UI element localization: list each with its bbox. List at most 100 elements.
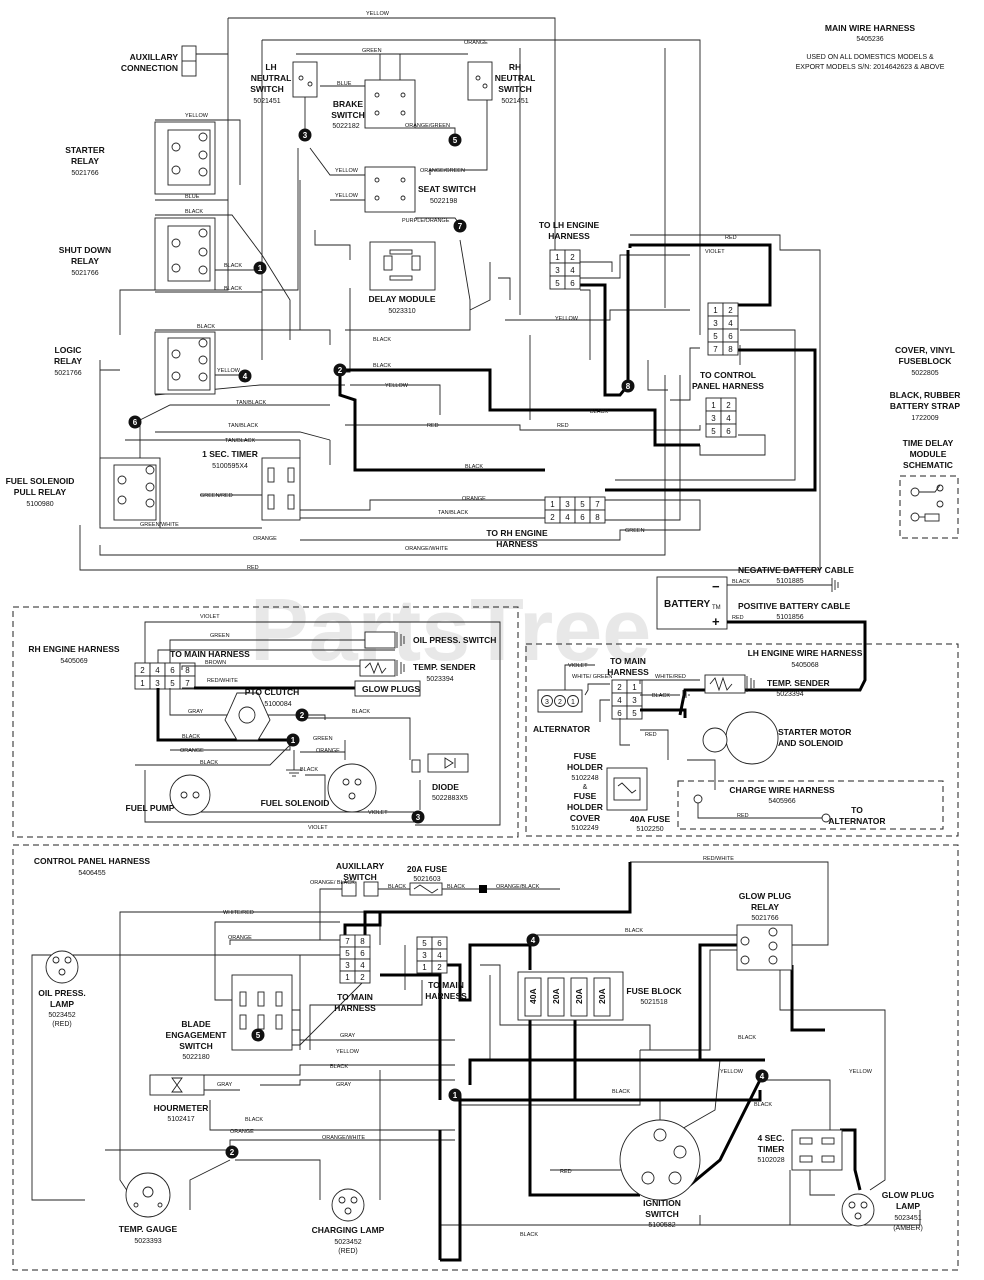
wire-label: GREEN/RED — [200, 493, 233, 499]
to-main-cp2-l2: HARNESS — [425, 991, 467, 1001]
connector-pin: 6 — [354, 946, 371, 960]
connector-pin-number: 4 — [155, 666, 160, 675]
connector-pin: 1 — [134, 675, 151, 690]
wire-label: BROWN — [205, 660, 226, 666]
fuse-40a-part: 5102250 — [636, 826, 663, 833]
wire-label: RED — [560, 1169, 572, 1175]
to-main-lh-l2: HARNESS — [607, 667, 649, 677]
fuel-sol-relay-l2: PULL RELAY — [14, 487, 67, 497]
temp-sender-lh-label: TEMP. SENDER — [767, 678, 830, 688]
to-control-panel-l1: TO CONTROL — [700, 370, 756, 380]
starter-motor-l2: AND SOLENOID — [778, 738, 843, 748]
glow-plug-relay-part: 5021766 — [751, 915, 778, 922]
fuse-holder-amp: & — [583, 784, 588, 791]
logic-relay-l1: LOGIC — [55, 345, 82, 355]
fuse-holder-l2: HOLDER — [567, 762, 603, 772]
junction-node-number: 2 — [300, 711, 305, 720]
connector-pin-number: 4 — [360, 961, 365, 970]
cover-part: 5022805 — [911, 370, 938, 377]
lh-neutral-l1: LH — [265, 62, 276, 72]
wire-label: RED — [557, 423, 569, 429]
junction-node: 6 — [128, 415, 142, 429]
junction-node: 1 — [253, 261, 267, 275]
wire-label: BLACK — [185, 209, 203, 215]
fuse-holder-l1: FUSE — [574, 751, 597, 761]
rh-neutral-part: 5021451 — [501, 98, 528, 105]
control-panel-part: 5406455 — [78, 870, 105, 877]
neg-cable-l1: NEGATIVE BATTERY CABLE — [738, 565, 854, 575]
wire-label: GRAY — [188, 709, 204, 715]
lh-neutral-part: 5021451 — [253, 98, 280, 105]
blade-switch-l3: SWITCH — [179, 1041, 213, 1051]
wire-label: BLUE — [337, 81, 352, 87]
connector-pin: 4 — [564, 262, 581, 277]
connector-pin-number: 1 — [140, 679, 145, 688]
aux-conn-label-1: AUXILLARY — [130, 52, 179, 62]
connector-pin-number: 2 — [550, 513, 555, 522]
connector-pin-number: 5 — [711, 427, 716, 436]
connector-pin-number: 6 — [726, 427, 731, 436]
oil-press-switch-label: OIL PRESS. SWITCH — [413, 635, 496, 645]
junction-node: 4 — [238, 369, 252, 383]
connector-pin: 6 — [720, 423, 737, 438]
neg-cable-wire: BLACK — [732, 579, 750, 585]
connector-pin: 3 — [416, 948, 433, 962]
fuse-block-f4: 20A — [597, 988, 607, 1004]
wire-label: TAN/BLACK — [438, 510, 468, 516]
wire-label: BLACK — [245, 1117, 263, 1123]
fuse-40a-l1: 40A FUSE — [630, 814, 671, 824]
control-panel-harness-frame — [12, 844, 959, 1271]
delay-module-l1: DELAY MODULE — [368, 294, 435, 304]
time-delay-l2: MODULE — [910, 449, 947, 459]
wire-label: ORANGE/ BLACK — [310, 880, 355, 886]
connector-pin-number: 1 — [713, 306, 718, 315]
connector-pin: 3 — [339, 958, 356, 972]
wire-label: ORANGE — [316, 748, 340, 754]
wire-label: RED — [737, 813, 749, 819]
connector-pin-number: 2 — [570, 253, 575, 262]
glow-plug-relay-l1: GLOW PLUG — [739, 891, 792, 901]
delay-module-part: 5023310 — [388, 308, 415, 315]
cover-l1: COVER, VINYL — [895, 345, 955, 355]
rh-neutral-switch: RH NEUTRAL SWITCH 5021451 — [467, 61, 535, 105]
timer-1sec-part: 5100595X4 — [212, 463, 248, 470]
connector-pin-number: 5 — [170, 679, 175, 688]
connector-pin: 5 — [626, 705, 643, 720]
connector-pin: 4 — [354, 958, 371, 972]
connector-pin-number: 8 — [728, 345, 733, 354]
connector-pin-number: 1 — [632, 683, 637, 692]
temp-sender-rh-label: TEMP. SENDER — [413, 662, 476, 672]
connector-pin-number: 6 — [570, 279, 575, 288]
connector-pin: 7 — [707, 341, 724, 356]
wire-label: BLACK — [373, 337, 391, 343]
wire-label: BLACK — [612, 1089, 630, 1095]
diode-part: 5022883X5 — [432, 795, 468, 802]
wire-label: YELLOW — [335, 168, 359, 174]
connector-pin: 5 — [164, 675, 181, 690]
main-harness-note1: USED ON ALL DOMESTICS MODELS & — [806, 54, 934, 61]
brake-l1: BRAKE — [333, 99, 364, 109]
wire-label: TAN/BLACK — [225, 438, 255, 444]
wire-label: VIOLET — [568, 663, 588, 669]
shutdown-relay-part: 5021766 — [71, 270, 98, 277]
alternator-pin: 1 — [567, 695, 579, 707]
connector-pin-number: 5 — [345, 949, 350, 958]
connector-pin: 6 — [722, 328, 739, 343]
alternator-pin-number: 1 — [571, 699, 575, 706]
to-rh-engine-l1: TO RH ENGINE — [486, 528, 548, 538]
glow-plug-lamp-part: 5023451 — [894, 1215, 921, 1222]
wire-label: GREEN — [362, 48, 382, 54]
temp-gauge-l1: TEMP. GAUGE — [119, 1224, 178, 1234]
charge-wire-to1: TO — [851, 805, 863, 815]
junction-node-number: 3 — [416, 813, 421, 822]
brake-part: 5022182 — [332, 123, 359, 130]
rh-engine-part: 5405069 — [60, 658, 87, 665]
aux-switch-l2: SWITCH — [343, 872, 377, 882]
wire-label: BLACK — [625, 928, 643, 934]
wire-label: GREEN/WHITE — [140, 522, 179, 528]
main-harness-thick-wires — [338, 243, 817, 492]
auxillary-connection: AUXILLARY CONNECTION — [121, 45, 228, 77]
fuse-20a-l1: 20A FUSE — [407, 864, 448, 874]
